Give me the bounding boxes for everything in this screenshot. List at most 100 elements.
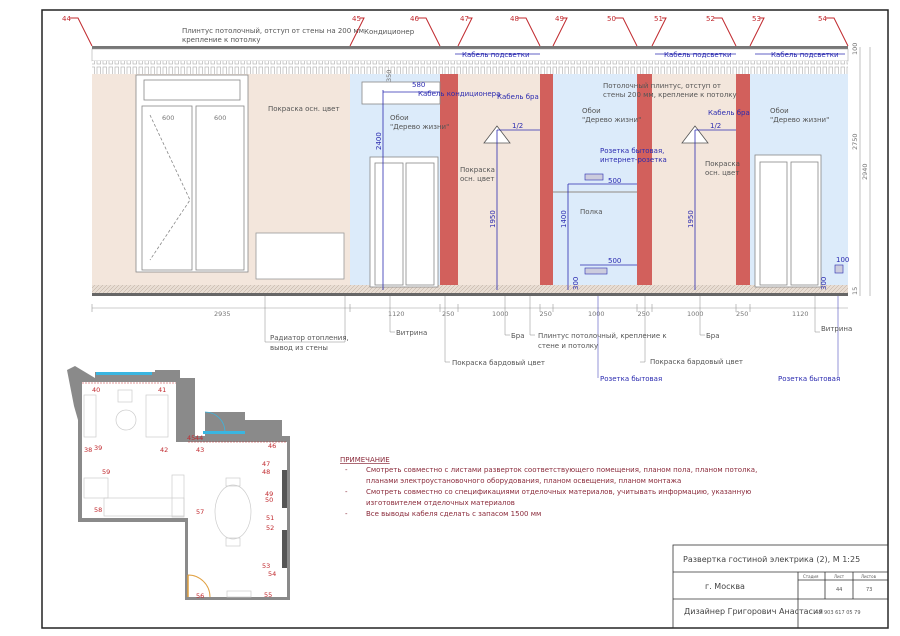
title-block bbox=[672, 544, 889, 629]
callout-leader bbox=[651, 17, 667, 47]
window-dim: 600 bbox=[214, 114, 226, 122]
bottom-dim: 1000 bbox=[588, 310, 605, 318]
cornice-label: крепление к потолку bbox=[182, 36, 261, 44]
bottom-dim: 2935 bbox=[214, 310, 231, 318]
note-item: Смотреть совместно со спецификациями отд… bbox=[366, 488, 751, 496]
sconce-cable-label: Кабель бра bbox=[708, 109, 750, 117]
light-cable-label: Кабель подсветки bbox=[771, 51, 839, 59]
socket-label: Розетка бытовая bbox=[778, 375, 840, 383]
ceiling-line bbox=[92, 46, 848, 49]
plan-mark: 54 bbox=[268, 570, 276, 578]
wallpaper-label: Обои bbox=[390, 114, 409, 122]
bottom-dim: 1000 bbox=[687, 310, 704, 318]
radiator-label: Радиатор отопления, bbox=[270, 334, 349, 342]
note-dash: - bbox=[345, 510, 348, 518]
light-cable-label: Кабель подсветки bbox=[664, 51, 732, 59]
dim-1950: 1950 bbox=[489, 210, 497, 228]
pillar-bordo bbox=[540, 62, 553, 292]
bottom-dim: 1000 bbox=[492, 310, 509, 318]
callout-number: 47 bbox=[460, 15, 469, 23]
phone: +7 903 617 05 79 bbox=[815, 610, 861, 616]
bottom-dim: 1120 bbox=[388, 310, 405, 318]
pillar-bordo bbox=[736, 62, 750, 292]
plan-mark: 47 bbox=[262, 460, 270, 468]
plan-mark: 46 bbox=[268, 442, 276, 450]
callout-number: 48 bbox=[510, 15, 519, 23]
note-dash: - bbox=[345, 488, 348, 496]
pillar-bordo bbox=[440, 58, 458, 292]
wallpaper-label: "Дерево жизни" bbox=[582, 116, 641, 124]
plinth-wall-label: стене и потолку bbox=[538, 342, 598, 350]
socket-net-label: интернет-розетка bbox=[600, 156, 667, 164]
wallpaper-label: Обои bbox=[770, 107, 789, 115]
dim-2400: 2400 bbox=[375, 132, 383, 150]
vitrina-label: Витрина bbox=[396, 329, 427, 337]
plan-mark: 43 bbox=[196, 446, 204, 454]
wall-beige-2 bbox=[458, 50, 540, 292]
plan-mark: 51 bbox=[266, 514, 274, 522]
callout-leader bbox=[714, 17, 737, 47]
note-item-cont: изготовителем отделочных материалов bbox=[366, 499, 515, 507]
col-sheets: Листов bbox=[861, 574, 877, 579]
floor-line bbox=[92, 293, 848, 296]
plan-mark: 58 bbox=[94, 506, 102, 514]
callout-leader bbox=[749, 17, 765, 47]
dim-300: 300 bbox=[820, 277, 828, 290]
light-cable-label: Кабель подсветки bbox=[462, 51, 530, 59]
radiator bbox=[255, 232, 345, 280]
callout-number: 54 bbox=[818, 15, 827, 23]
pillar-bordo bbox=[637, 62, 652, 292]
ac-cable-label: Кабель кондиционера bbox=[418, 90, 500, 98]
bra-label: Бра bbox=[511, 332, 525, 340]
dim-500: 500 bbox=[608, 177, 621, 185]
note-item-cont: планами электроустановочного оборудовани… bbox=[366, 477, 681, 485]
sconce-cable-label: Кабель бра bbox=[497, 93, 539, 101]
wall-beige-3 bbox=[652, 50, 736, 292]
socket-icon bbox=[834, 264, 844, 274]
sheet-number: 44 bbox=[836, 587, 842, 593]
ac-offset: 350 bbox=[385, 70, 393, 82]
right-dim: 15 bbox=[851, 287, 859, 295]
callout-leader bbox=[552, 17, 568, 47]
right-dim: 2750 bbox=[851, 133, 859, 150]
bottom-dim: 250 bbox=[540, 310, 552, 318]
sheet-frame bbox=[41, 9, 889, 629]
elevation: 600 600 Плинтус потолочный, отступ от ст… bbox=[91, 27, 871, 318]
socket-icon bbox=[584, 173, 604, 181]
cornice-label: Плинтус потолочный, отступ от стены на 2… bbox=[182, 27, 364, 35]
callout-number: 52 bbox=[706, 15, 715, 23]
plan-mark: 57 bbox=[196, 508, 204, 516]
wall-blue-2 bbox=[553, 50, 637, 292]
paint-bordo-label: Покраска бардовый цвет bbox=[650, 358, 743, 366]
shelf-label: Полка bbox=[580, 208, 603, 216]
plan-mark: 42 bbox=[160, 446, 168, 454]
plan-mark: 39 bbox=[94, 444, 102, 452]
note-item: Все выводы кабеля сделать с запасом 1500… bbox=[366, 510, 541, 518]
bottom-dim: 1120 bbox=[792, 310, 809, 318]
plinth-wall-label: Плинтус потолочный, крепление к bbox=[538, 332, 667, 340]
paint-main-label: Покраска bbox=[460, 166, 495, 174]
dim-300: 300 bbox=[572, 277, 580, 290]
plan-mark: 52 bbox=[266, 524, 274, 532]
note-item: Смотреть совместно с листами разверток с… bbox=[366, 466, 757, 474]
plan-mark: 38 bbox=[84, 446, 92, 454]
display-cabinet bbox=[369, 154, 822, 288]
notes: ПРИМЕЧАНИЕ - Смотреть совместно с листами… bbox=[340, 456, 757, 518]
right-dim: 2940 bbox=[861, 163, 869, 180]
paint-main-label: осн. цвет bbox=[705, 169, 739, 177]
dim-1950: 1950 bbox=[687, 210, 695, 228]
sheet-title: Развертка гостиной электрика (2), М 1:25 bbox=[683, 555, 860, 564]
callout-number: 51 bbox=[654, 15, 663, 23]
ac-label: Кондиционер bbox=[364, 28, 415, 36]
ceiling-plinth-label: Потолочный плинтус, отступ от bbox=[603, 82, 721, 90]
balcony-door bbox=[135, 74, 249, 273]
paint-main-label: осн. цвет bbox=[460, 175, 494, 183]
half-label: 1/2 bbox=[710, 122, 721, 130]
designer: Дизайнер Григорович Анастасия bbox=[684, 607, 823, 616]
callout-number: 44 bbox=[62, 15, 71, 23]
notes-title: ПРИМЕЧАНИЕ bbox=[340, 456, 390, 464]
callout-leader bbox=[518, 17, 541, 47]
callout-leader bbox=[70, 17, 93, 47]
plan-mark: 48 bbox=[262, 468, 270, 476]
